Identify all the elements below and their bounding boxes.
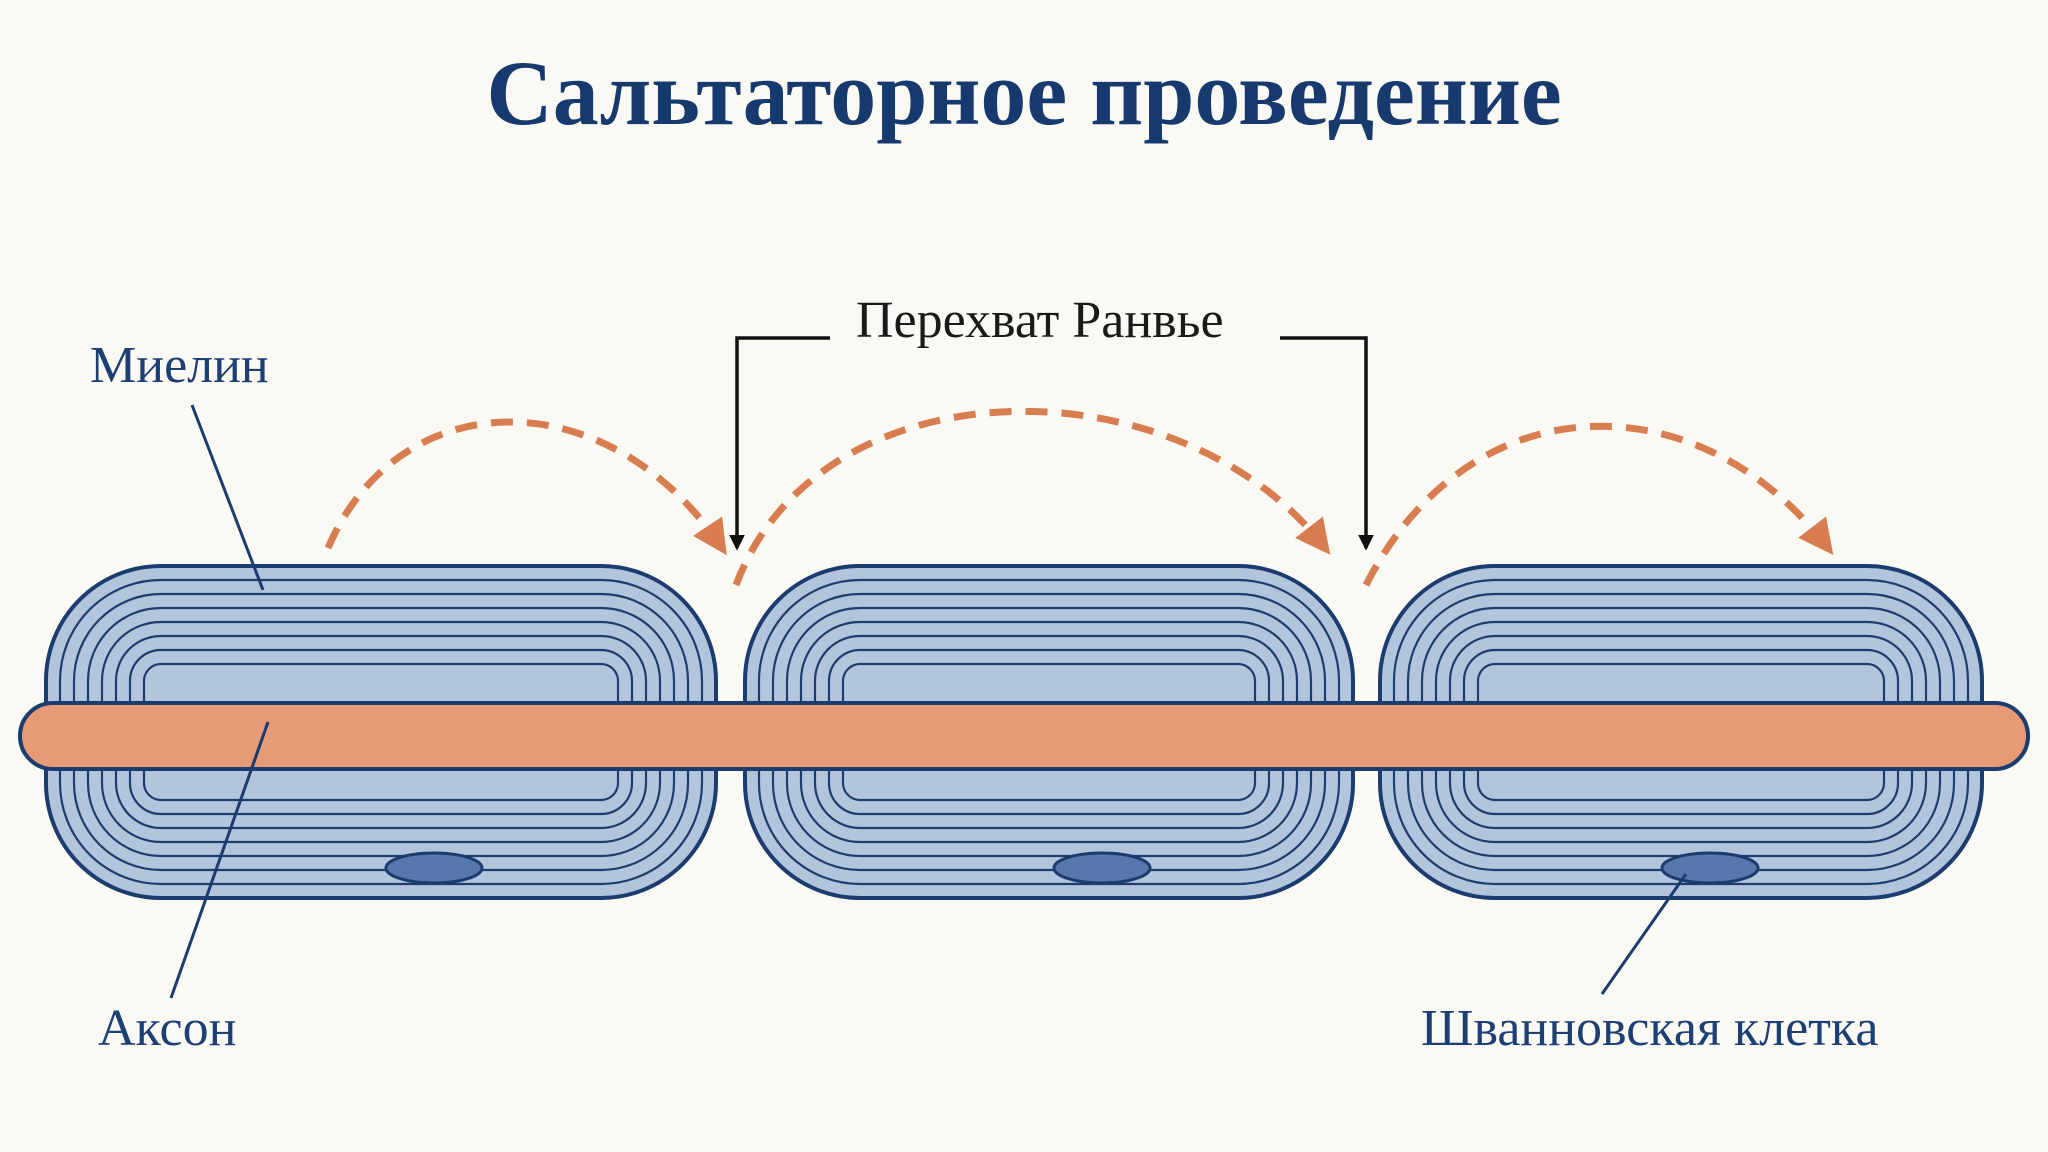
schwann-cell-label: Шванновская клетка	[1421, 1000, 1879, 1057]
axon-leader-line	[169, 721, 270, 999]
diagram-title: Сальтаторное проведение	[486, 42, 1562, 144]
myelin-label: Миелин	[90, 337, 269, 394]
schwann-nucleus	[1052, 851, 1152, 885]
jump-arrows	[324, 407, 1834, 587]
schwann-nucleus	[1660, 851, 1760, 885]
schwann-nucleus	[384, 851, 484, 885]
ranvier-bracket	[729, 336, 1374, 551]
myelin-leader-line	[190, 404, 265, 591]
jump-arrow-2	[732, 407, 1331, 587]
schwann-leader-line	[1600, 873, 1688, 995]
axon-label: Аксон	[98, 1000, 237, 1057]
jump-arrow-1	[324, 418, 727, 556]
jump-arrow-3	[1362, 422, 1834, 587]
node-of-ranvier-label: Перехват Ранвье	[856, 292, 1224, 349]
axon	[18, 701, 2030, 771]
